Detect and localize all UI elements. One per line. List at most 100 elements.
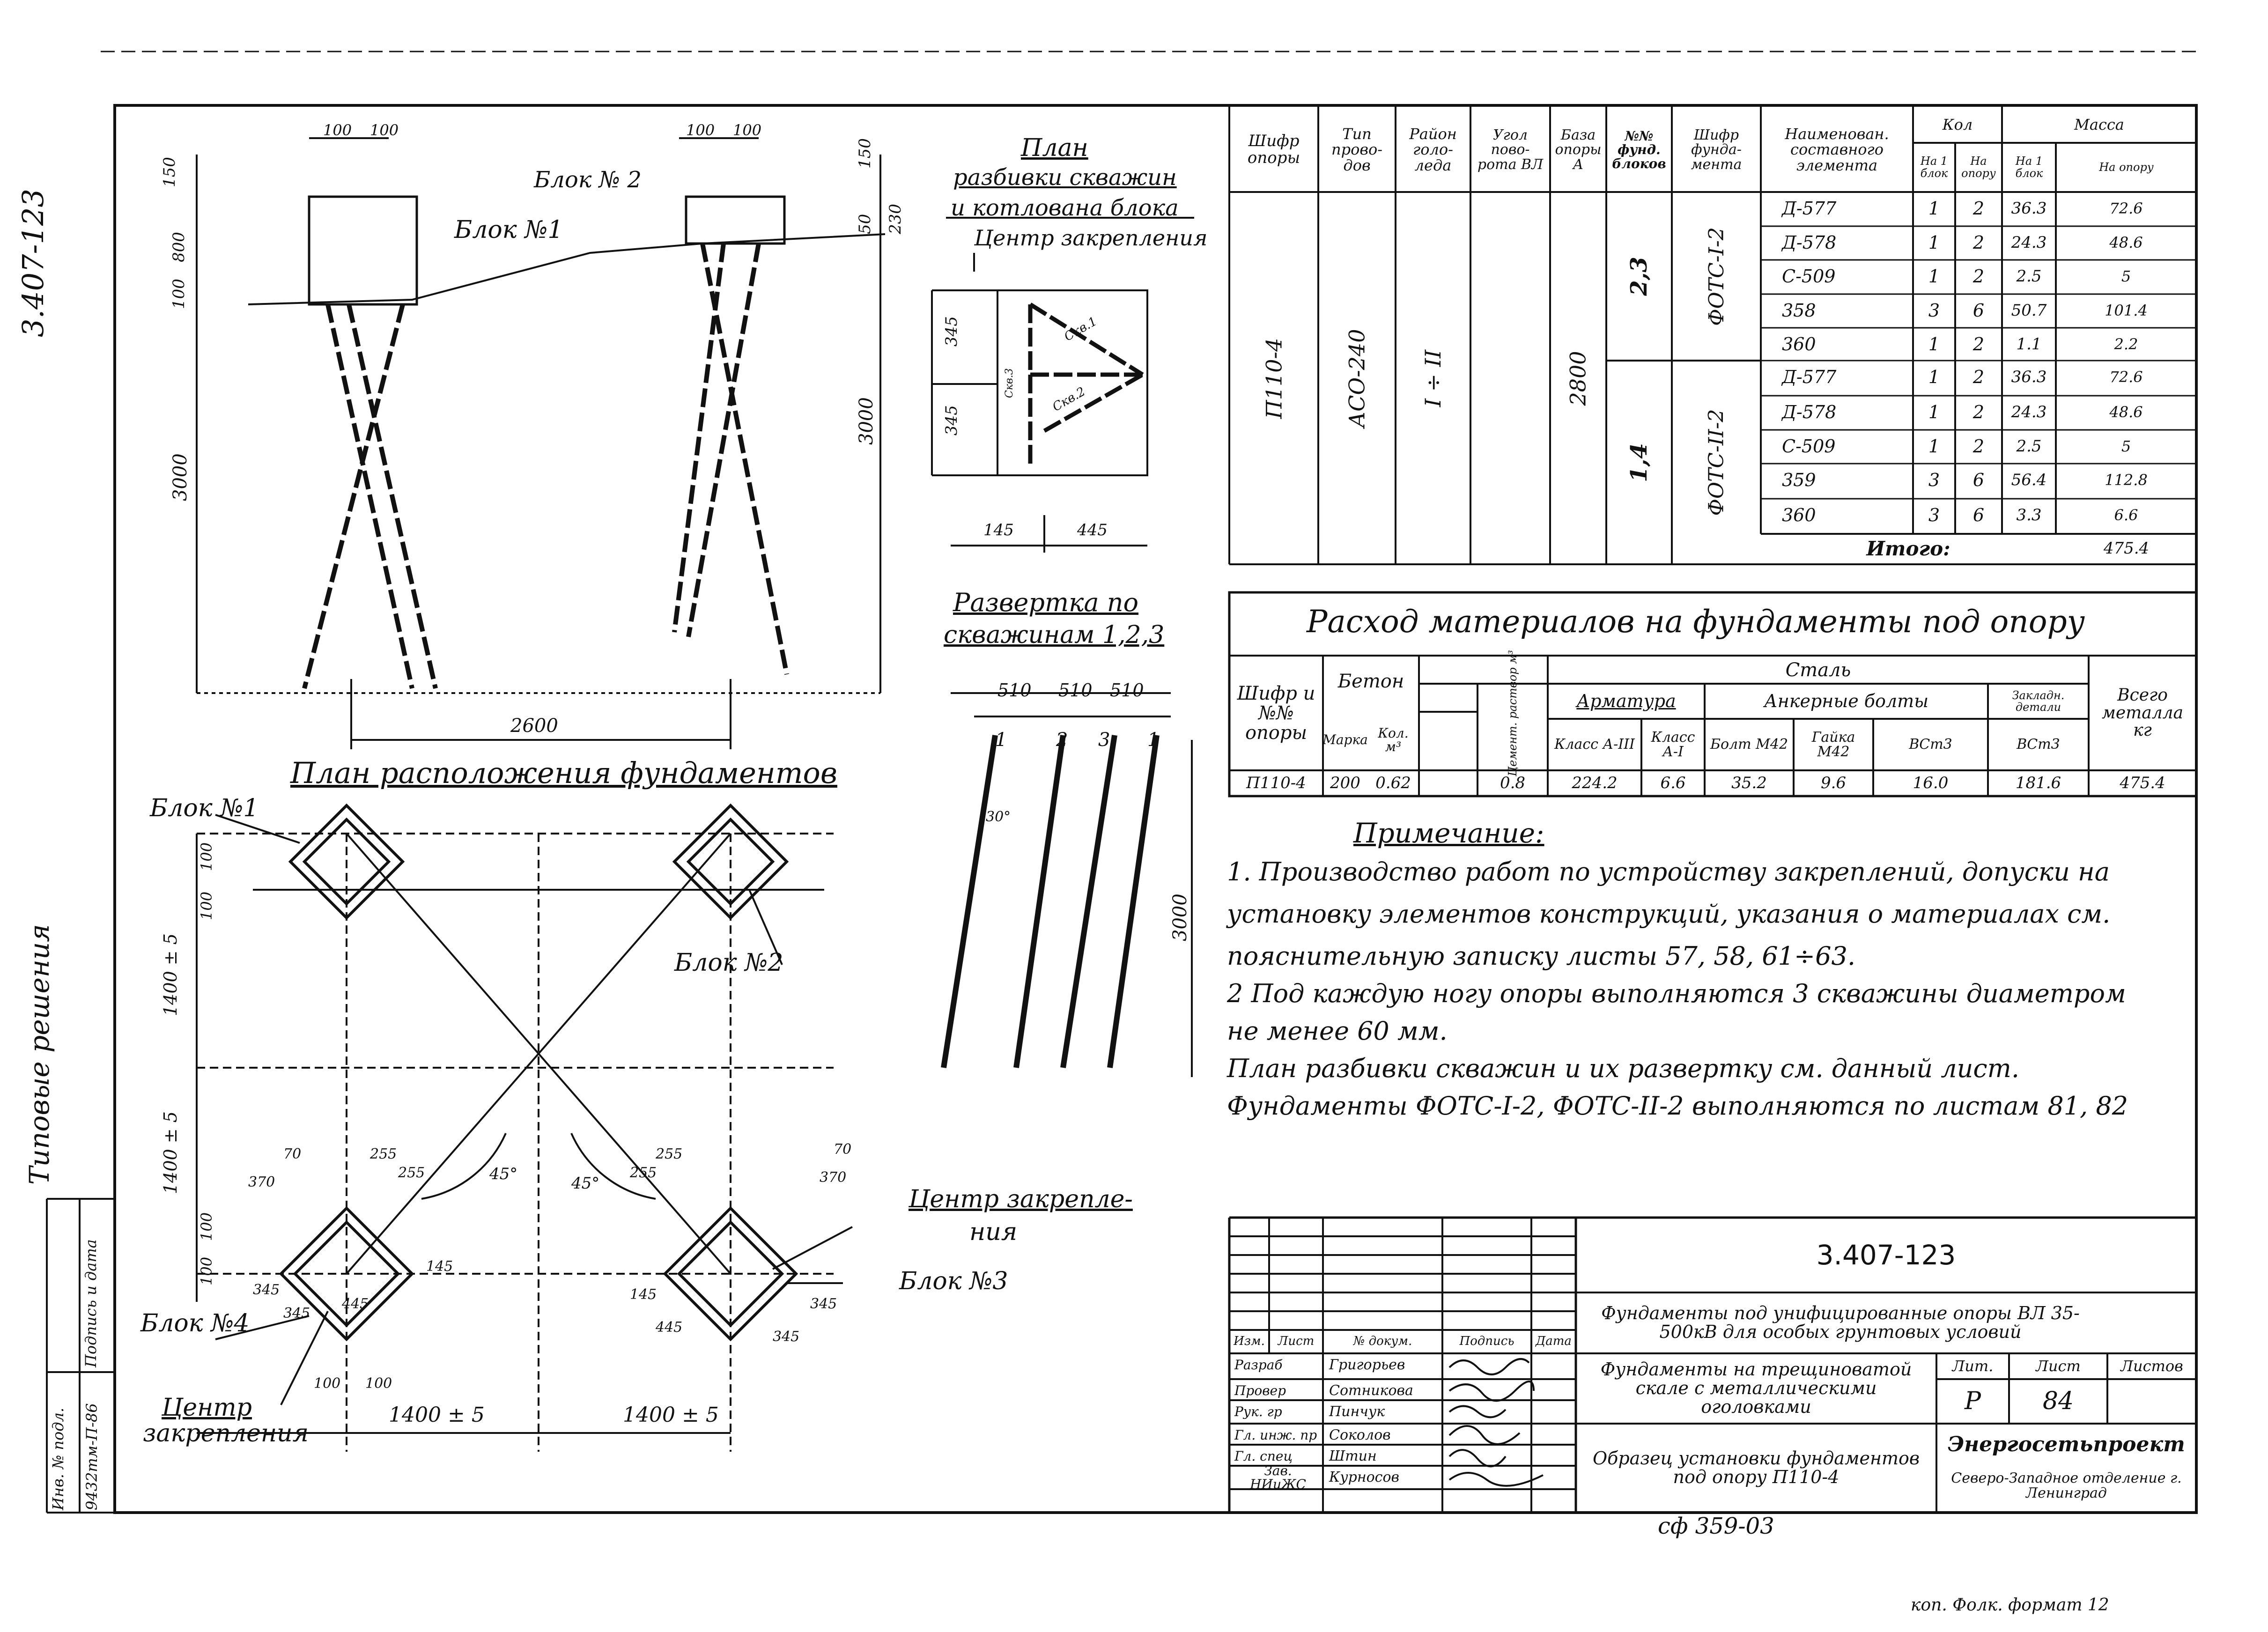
found-dim-v-1400-a: 1400 ± 5	[160, 933, 181, 1016]
found-block-3: Блок №3	[899, 1267, 1008, 1295]
spec-row-value: 5	[2121, 267, 2131, 286]
side-label: Типовые решения	[23, 924, 55, 1185]
tb-org-sub: Северо-Западное отделение г. Ленинград	[1951, 1470, 2182, 1501]
spec-sub-qty-block: На 1 блок	[1920, 155, 1948, 180]
found-small-dim-145-b: 145	[630, 1286, 657, 1303]
spec-row-value: 2.2	[2114, 335, 2138, 354]
spec-row-value: 5	[2121, 437, 2131, 456]
unfold-title-1: Развертка по	[953, 588, 1139, 617]
found-small-dim-345-b: 345	[283, 1305, 310, 1322]
tb-person-role: Гл. спец	[1234, 1448, 1293, 1464]
spec-row-value: 1.1	[2016, 335, 2042, 354]
found-angle-right: 45°	[571, 1174, 600, 1193]
spec-h-support: Шифр опоры	[1247, 132, 1300, 167]
drill-plan-title-2: разбивки скважин	[953, 164, 1177, 191]
elev-dim-right-150: 150	[856, 138, 874, 169]
unfold-angle: 30°	[986, 809, 1011, 825]
side-sheet-code: 3.407-123	[16, 189, 50, 337]
found-small-dim-255-a: 255	[370, 1146, 397, 1162]
mat-h-gaika: Гайка М42	[1811, 729, 1855, 760]
found-center-left-2: закрепления	[143, 1419, 309, 1447]
spec-row-value: 50.7	[2011, 301, 2047, 320]
mat-row-support: П110-4	[1246, 774, 1306, 793]
spec-h-ice: Район голо-леда	[1409, 125, 1457, 174]
spec-row-value: 2.5	[2016, 437, 2042, 456]
mat-h-cement: Цемент. раствор м³	[1506, 650, 1520, 776]
tb-person-name: Сотникова	[1329, 1382, 1413, 1399]
mat-h-steel: Сталь	[1785, 659, 1851, 681]
spec-row-value: 2	[1972, 334, 1985, 355]
spec-row-element: Д-577	[1782, 367, 1837, 388]
mat-h-vst3-b: ВСт3	[2017, 736, 2060, 753]
tb-person-name: Пинчук	[1329, 1403, 1385, 1420]
found-dim-v-100-a: 100	[198, 842, 215, 871]
mat-h-kol: Кол. м³	[1378, 725, 1409, 754]
found-center-right-2: ния	[969, 1218, 1018, 1246]
mat-h-total-metal: Всего металла кг	[2101, 685, 2184, 740]
unfold-dim-3: 510	[1110, 680, 1144, 701]
spec-row-value: 3	[1928, 300, 1940, 321]
spec-h-blocks: №№ фунд. блоков	[1612, 128, 1666, 171]
tb-drawing: Образец установки фундаментов под опору …	[1592, 1448, 1920, 1487]
mat-h-klass-ai: Класс А-I	[1651, 729, 1695, 760]
found-dim-v-100-d: 100	[198, 1256, 215, 1285]
mat-row-zaklad: 181.6	[2015, 774, 2061, 793]
notes-line-2: установку элементов конструкций, указани…	[1227, 899, 2111, 929]
side-stamp-inv-value: 9432тм-П-86	[83, 1403, 101, 1510]
mat-h-klass-aiii: Класс А-III	[1554, 736, 1635, 753]
found-small-dim-345-a: 345	[253, 1282, 280, 1298]
unfold-hole-3: 3	[1098, 729, 1110, 751]
spec-row-value: 2	[1972, 367, 1985, 388]
elev-dim-left-150: 150	[160, 157, 179, 187]
spec-row-value: 6	[1972, 300, 1985, 321]
spec-row-value: 36.3	[2011, 199, 2047, 218]
side-stamp-sign-label: Подпись и дата	[82, 1239, 100, 1367]
found-small-dim-370-b: 370	[820, 1169, 847, 1186]
tb-person-name: Соколов	[1329, 1427, 1391, 1444]
notes-line-7: Фундаменты ФОТС-I-2, ФОТС-II-2 выполняют…	[1227, 1091, 2128, 1121]
spec-row-element: Д-578	[1782, 232, 1837, 253]
spec-row-value: 2	[1972, 266, 1985, 287]
elev-dim-left-3000: 3000	[170, 453, 191, 501]
found-small-dim-445-a: 445	[342, 1296, 369, 1312]
found-small-dim-255-d: 255	[656, 1146, 683, 1162]
spec-row-value: 48.6	[2109, 403, 2143, 421]
materials-title: Расход материалов на фундаменты под опор…	[1307, 604, 2085, 640]
unfold-title-2: скважинам 1,2,3	[944, 621, 1165, 649]
tb-person-role: Гл. инж. пр	[1234, 1427, 1317, 1443]
spec-row-value: 72.6	[2109, 199, 2143, 218]
elev-dim-top-right-1: 100	[686, 121, 715, 139]
spec-row-value: 1	[1928, 402, 1940, 423]
mat-h-anker: Анкерные болты	[1764, 691, 1929, 712]
mat-row-aiii: 224.2	[1572, 774, 1618, 793]
found-small-dim-70-a: 70	[283, 1146, 302, 1162]
spec-merged-wire: АСО-240	[1344, 328, 1370, 428]
spec-sub-mass-block: На 1 блок	[2015, 155, 2043, 180]
unfold-hole-2: 2	[1056, 729, 1068, 751]
spec-row-value: 2.5	[2016, 267, 2042, 286]
elev-dim-right-3000: 3000	[856, 397, 877, 445]
spec-row-value: 2	[1972, 198, 1985, 219]
unfold-hole-4: 1	[1147, 729, 1160, 751]
spec-sub-mass-support: На опору	[2099, 160, 2154, 174]
spec-row-element: 360	[1782, 505, 1816, 526]
elev-dim-top-right-2: 100	[733, 121, 762, 139]
bottom-note-1: сф 359-03	[1658, 1513, 1774, 1539]
found-small-dim-445-b: 445	[656, 1319, 683, 1336]
spec-row-value: 3	[1928, 470, 1940, 491]
elev-dim-left-800: 800	[170, 232, 188, 262]
tb-person-role: Разраб	[1234, 1357, 1283, 1373]
spec-row-value: 1	[1928, 198, 1940, 219]
spec-row-element: С-509	[1782, 436, 1836, 457]
spec-sub-qty-support: На опору	[1961, 155, 1996, 180]
found-small-dim-255-b: 255	[398, 1165, 425, 1181]
spec-merged-ice: I ÷ II	[1420, 349, 1446, 407]
spec-row-value: 24.3	[2011, 403, 2047, 422]
notes-line-4: 2 Под каждую ногу опоры выполняются 3 ск…	[1227, 979, 2126, 1008]
notes-line-5: не менее 60 мм.	[1227, 1016, 1448, 1046]
unfold-dim-2: 510	[1058, 680, 1093, 701]
spec-merged-blocks-b: 1,4	[1625, 443, 1652, 482]
drill-plan-title-1: План	[1021, 134, 1088, 162]
tb-code: 3.407-123	[1816, 1239, 1956, 1271]
